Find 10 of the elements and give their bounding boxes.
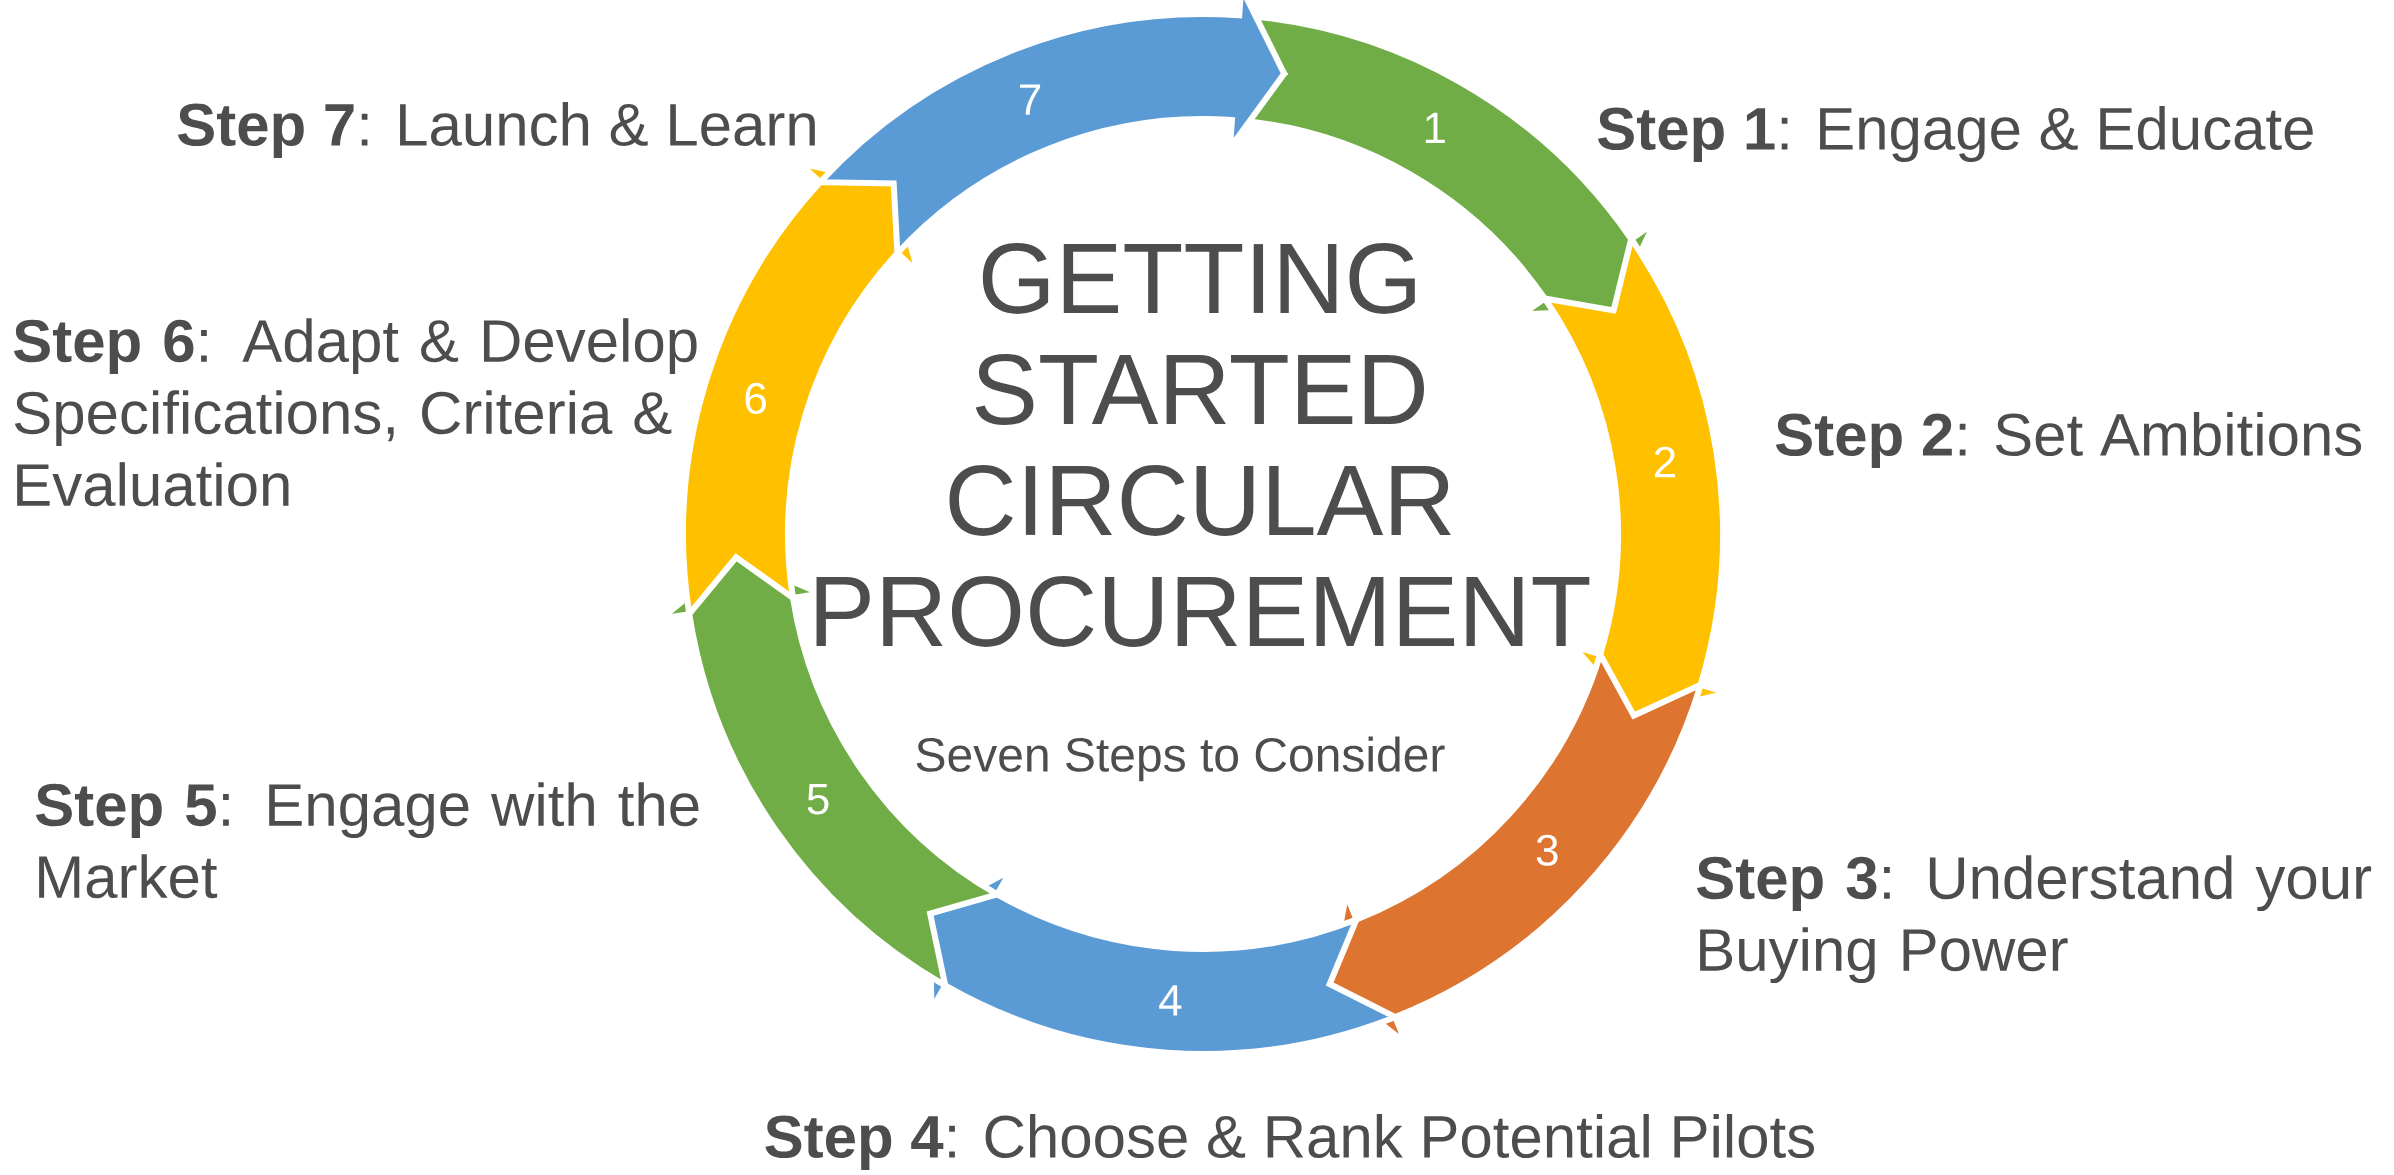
title: GETTING STARTED CIRCULAR PROCUREMENT — [816, 243, 1590, 647]
arrow-segment: 4 — [927, 867, 1399, 1057]
step-label: Step 6: Adapt & Develop Specifications, Criteria & Evaluation — [13, 318, 697, 507]
subtitle: Seven Steps to Consider — [916, 736, 1445, 782]
step-label: Step 2: Set Ambitions — [1775, 412, 2362, 468]
step-label: Step 3: Understand your Buying Power — [1696, 855, 2372, 984]
step-label: Step 7: Launch & Learn — [177, 102, 815, 158]
step-label: Step 1: Engage & Educate — [1597, 106, 2313, 162]
step-label: Step 5: Engage with the Market — [35, 782, 699, 899]
step-label: Step 4: Choose & Rank Potential Pilots — [765, 1114, 1815, 1170]
